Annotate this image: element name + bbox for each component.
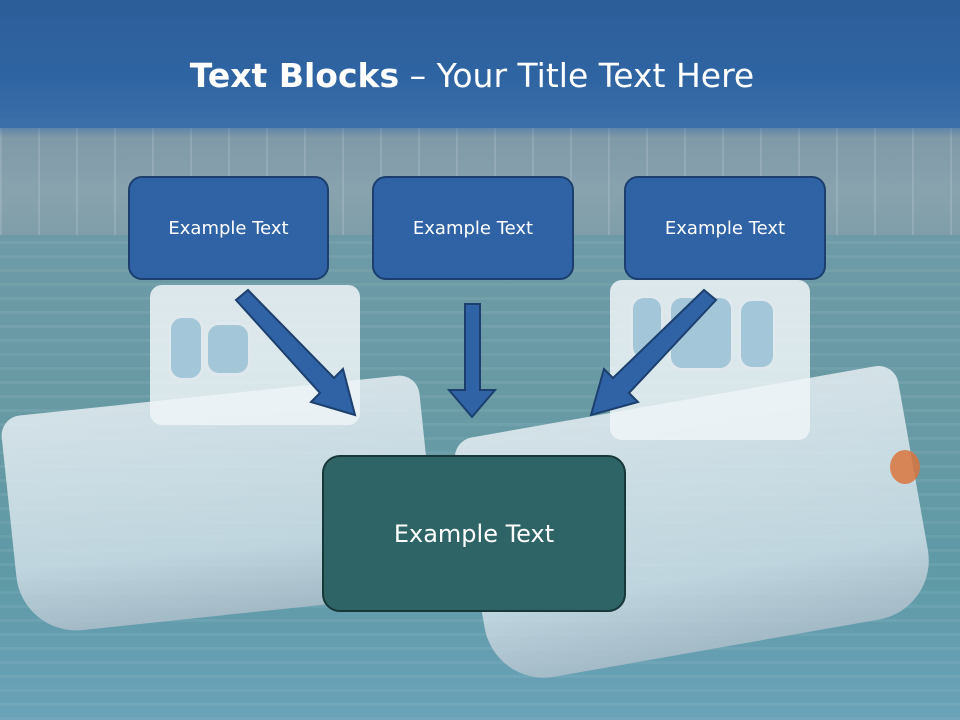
title-bar-fade — [0, 118, 960, 138]
buoy — [890, 450, 920, 484]
text-block-2-label: Example Text — [412, 217, 534, 239]
cabin-window — [668, 295, 734, 371]
cabin-window — [630, 295, 664, 361]
main-text-block-label: Example Text — [393, 519, 555, 548]
text-block-2[interactable]: Example Text — [372, 176, 574, 280]
cabin-window — [738, 298, 776, 370]
text-block-1[interactable]: Example Text — [128, 176, 329, 280]
text-block-1-label: Example Text — [168, 217, 289, 239]
text-block-3-label: Example Text — [664, 217, 786, 239]
cabin-window — [205, 322, 251, 376]
slide-title: Text Blocks – Your Title Text Here — [0, 54, 944, 98]
slide-title-rest: – Your Title Text Here — [399, 56, 755, 95]
text-block-3[interactable]: Example Text — [624, 176, 826, 280]
title-bar — [0, 0, 960, 128]
cabin-window — [168, 315, 204, 381]
slide-title-bold: Text Blocks — [189, 56, 400, 95]
main-text-block[interactable]: Example Text — [322, 455, 626, 612]
